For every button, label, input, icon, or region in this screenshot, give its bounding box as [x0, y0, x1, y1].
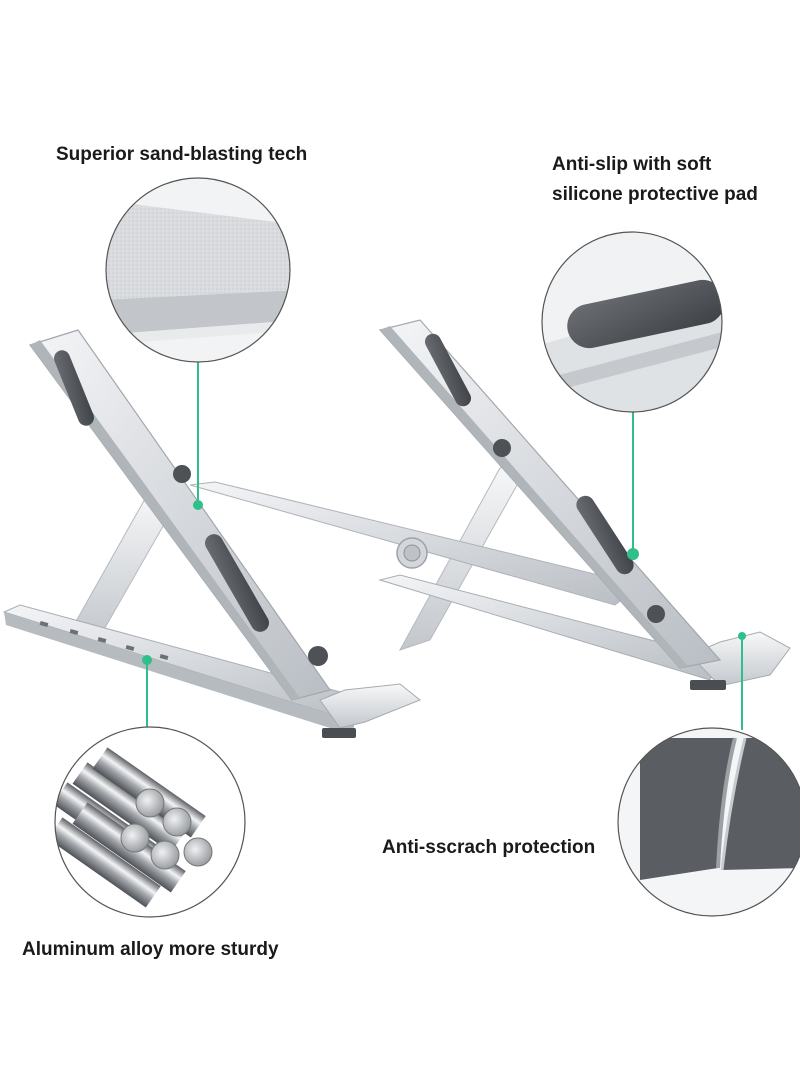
anti-scratch-foot-zoom	[617, 727, 800, 917]
caption-anti-slip-line1: Anti-slip with soft	[552, 154, 712, 175]
sand-blasted-surface-zoom	[105, 177, 291, 363]
callout-dots	[142, 500, 746, 665]
laptop-stand-illustration	[2, 319, 791, 738]
callout-lines	[146, 362, 743, 730]
caption-sand-blasting: Superior sand-blasting tech	[56, 144, 308, 165]
caption-aluminum-alloy: Aluminum alloy more sturdy	[22, 939, 279, 960]
aluminum-rods-zoom	[54, 726, 246, 918]
silicone-pad-zoom	[541, 231, 723, 413]
caption-anti-slip: Anti-slip with soft silicone protective …	[552, 150, 758, 210]
caption-anti-slip-line2: silicone protective pad	[552, 184, 758, 205]
caption-anti-scratch: Anti-sscrach protection	[382, 837, 596, 858]
